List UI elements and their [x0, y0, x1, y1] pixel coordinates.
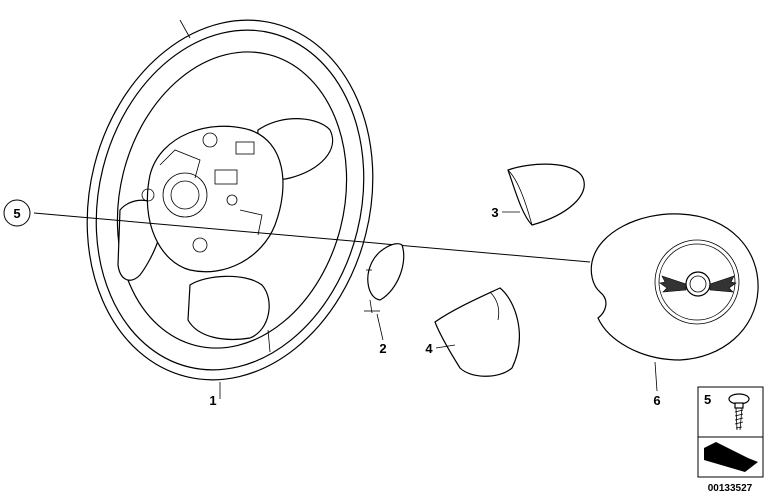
catalog-number: 00133527 [708, 483, 753, 494]
svg-text:5: 5 [704, 392, 711, 407]
legend-catalog-box [697, 436, 764, 478]
catalog-symbol-icon [704, 442, 758, 472]
airbag-module [590, 213, 759, 361]
legend-screw-box: 5 [697, 386, 764, 438]
callout-1: 1 [209, 393, 216, 408]
callout-2: 2 [379, 341, 386, 356]
small-cover-part [364, 243, 405, 314]
upper-trim-cover [507, 163, 585, 226]
mini-logo-icon [659, 271, 737, 297]
leader-line-5 [33, 212, 591, 263]
svg-text:5: 5 [13, 206, 20, 221]
lower-trim-cover [434, 287, 520, 377]
callout-4: 4 [425, 341, 433, 356]
callout-6: 6 [653, 393, 660, 408]
callout-3: 3 [491, 205, 498, 220]
screw-icon [728, 393, 750, 431]
steering-wheel [86, 19, 374, 381]
callout-5-circle: 5 [3, 199, 31, 227]
